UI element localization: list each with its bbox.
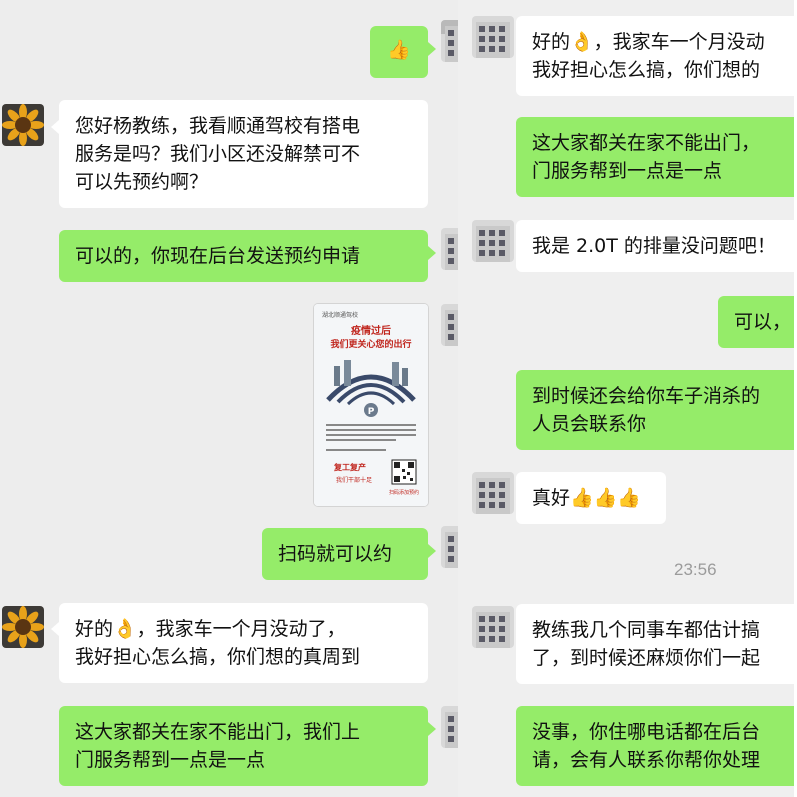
message-bubble-outgoing[interactable]: 这大家都关在家不能出门，我们上 门服务帮到一点是一点 (59, 706, 428, 786)
chat-pane-right: 好的👌，我家车一个月没动 我好担心怎么搞，你们想的 这大家都关在家不能出门， 门… (458, 0, 797, 797)
message-bubble-incoming[interactable]: 您好杨教练，我看顺通驾校有搭电 服务是吗？我们小区还没解禁可不 可以先预约啊？ (59, 100, 428, 208)
message-bubble-outgoing[interactable]: 可以， (718, 296, 797, 348)
message-bubble-outgoing[interactable]: 可以的，你现在后台发送预约申请 (59, 230, 428, 282)
edge-strip (794, 0, 797, 797)
bubble-tail (51, 120, 59, 134)
thumbs-up-emoji: 👍 (387, 39, 411, 61)
building-avatar-icon (441, 304, 458, 346)
message-text: 请，会有人联系你帮你处理 (532, 749, 761, 771)
poster-headline-2: 我们更关心您的出行 (330, 338, 411, 350)
message-text: 我好担心怎么搞，你们想的真周到 (75, 646, 361, 668)
building-avatar-icon (472, 472, 514, 514)
message-text: 好的👌，我家车一个月没动 (532, 31, 765, 53)
message-timestamp: 23:56 (674, 560, 717, 579)
sunflower-avatar-icon (2, 104, 44, 146)
message-text: 了，到时候还麻烦你们一起 (532, 647, 761, 669)
message-text: 真好👍👍👍 (532, 487, 641, 509)
sunflower-avatar-icon (2, 606, 44, 648)
message-text: 您好杨教练，我看顺通驾校有搭电 (75, 115, 361, 137)
bubble-tail (51, 622, 59, 636)
avatar-building[interactable] (472, 472, 514, 514)
avatar-building[interactable] (441, 706, 458, 748)
message-text: 可以先预约啊？ (75, 171, 209, 193)
avatar-building[interactable] (472, 606, 514, 648)
message-bubble-outgoing[interactable]: 扫码就可以约 (262, 528, 428, 580)
avatar-building[interactable] (441, 304, 458, 346)
message-bubble-incoming[interactable]: 好的👌，我家车一个月没动 我好担心怎么搞，你们想的 (516, 16, 797, 96)
avatar-building[interactable] (472, 16, 514, 58)
parking-icon: P (368, 407, 375, 417)
poster-headline-1: 疫情过后 (351, 324, 391, 337)
avatar-sunflower[interactable] (2, 606, 44, 648)
building-avatar-icon (441, 20, 458, 62)
message-bubble-outgoing[interactable]: 没事，你住哪电话都在后台 请，会有人联系你帮你处理 (516, 706, 797, 786)
building-avatar-icon (472, 220, 514, 262)
bubble-tail (428, 544, 436, 558)
message-text: 人员会联系你 (532, 413, 647, 435)
message-text: 好的👌，我家车一个月没动了， (75, 618, 346, 640)
message-text: 到时候还会给你车子消杀的 (532, 385, 761, 407)
message-text: 可以， (734, 311, 792, 333)
poster-image-message[interactable]: 湖北顺通驾校 疫情过后 我们更关心您的出行 P 复工复产 我们干部十足 (314, 304, 428, 506)
message-text: 我是 2.0T 的排量没问题吧！ (532, 235, 776, 257)
poster-footer: 扫码添加预约 (389, 489, 419, 496)
bubble-tail (428, 722, 436, 736)
message-text: 服务是吗？我们小区还没解禁可不 (75, 143, 361, 165)
message-text: 这大家都关在家不能出门， (532, 132, 761, 154)
message-text: 教练我几个同事车都估计搞 (532, 619, 761, 641)
building-avatar-icon (472, 16, 514, 58)
poster-image: 湖北顺通驾校 疫情过后 我们更关心您的出行 P 复工复产 我们干部十足 (314, 304, 428, 506)
qr-code-icon (394, 462, 414, 482)
message-text: 门服务帮到一点是一点 (75, 749, 266, 771)
building-avatar-icon (441, 228, 458, 270)
message-bubble-outgoing[interactable]: 到时候还会给你车子消杀的 人员会联系你 (516, 370, 797, 450)
message-bubble-outgoing[interactable]: 这大家都关在家不能出门， 门服务帮到一点是一点 (516, 117, 797, 197)
avatar-building[interactable] (441, 20, 458, 62)
avatar-sunflower[interactable] (2, 104, 44, 146)
building-avatar-icon (441, 706, 458, 748)
message-text: 扫码就可以约 (278, 543, 393, 565)
poster-stamp-1: 复工复产 (333, 462, 366, 472)
avatar-building[interactable] (441, 526, 458, 568)
message-text: 没事，你住哪电话都在后台 (532, 721, 761, 743)
message-bubble-incoming[interactable]: 教练我几个同事车都估计搞 了，到时候还麻烦你们一起 (516, 604, 797, 684)
building-avatar-icon (441, 526, 458, 568)
message-text: 门服务帮到一点是一点 (532, 160, 723, 182)
poster-header: 湖北顺通驾校 (322, 311, 358, 319)
message-text: 我好担心怎么搞，你们想的 (532, 59, 761, 81)
building-avatar-icon (472, 606, 514, 648)
bubble-tail (428, 42, 436, 56)
message-bubble-incoming[interactable]: 好的👌，我家车一个月没动了， 我好担心怎么搞，你们想的真周到 (59, 603, 428, 683)
message-bubble-outgoing[interactable]: 👍 (370, 26, 428, 78)
avatar-building[interactable] (441, 228, 458, 270)
bubble-tail (428, 246, 436, 260)
message-bubble-incoming[interactable]: 真好👍👍👍 (516, 472, 666, 524)
message-text: 可以的，你现在后台发送预约申请 (75, 245, 361, 267)
avatar-building[interactable] (472, 220, 514, 262)
poster-stamp-2: 我们干部十足 (336, 476, 372, 484)
chat-pane-left: 👍 您 (2, 20, 458, 786)
message-bubble-incoming[interactable]: 我是 2.0T 的排量没问题吧！ (516, 220, 797, 272)
message-text: 这大家都关在家不能出门，我们上 (75, 721, 361, 743)
